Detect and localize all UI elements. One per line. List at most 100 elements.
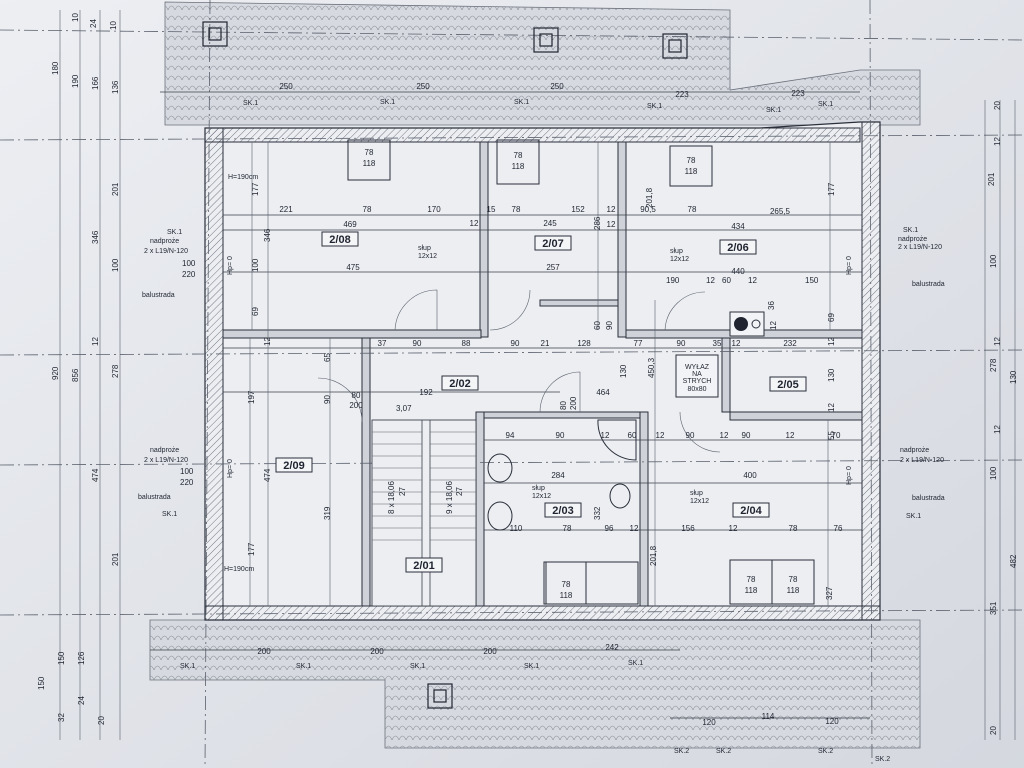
dimension-label: 12: [732, 339, 741, 348]
dimension-label: 200: [370, 647, 384, 656]
dimension-label: 12: [827, 403, 836, 412]
dimension-label: 94: [506, 431, 515, 440]
section-mark: SK.1: [243, 100, 258, 107]
room-label-2-08: 2/08: [329, 234, 350, 246]
dimension-labels-bottom: 200 200 200 242 120 114 120: [257, 643, 839, 727]
dimension-label: 223: [791, 89, 805, 98]
dimension-label: 200: [483, 647, 497, 656]
dimension-label: 180: [51, 61, 60, 75]
dimension-label: 120: [702, 718, 716, 727]
dimension-label: 201,8: [645, 187, 654, 208]
dimension-label: 128: [577, 339, 591, 348]
dimension-labels-right: 20 12 201 100 12 278 130 12 100 482 351 …: [987, 101, 1018, 735]
dimension-label: 200: [569, 396, 578, 410]
dimension-labels-mid: 37 90 88 90 21 128 77 90 35 12 232: [378, 339, 798, 348]
dimension-label: 150: [805, 276, 819, 285]
staircase: [371, 419, 477, 607]
dimension-label: 474: [91, 468, 100, 482]
dimension-label: 90,5: [640, 205, 656, 214]
dimension-label: 192: [419, 388, 433, 397]
height-note: H=190cm: [224, 566, 254, 573]
floor-height: Hp= 0: [846, 466, 853, 485]
window-height: 118: [363, 159, 376, 168]
dimension-label: 114: [762, 712, 775, 721]
dimension-label: 346: [263, 228, 272, 242]
dimension-label: 120: [825, 717, 839, 726]
dimension-label: 440: [731, 267, 745, 276]
dimension-label: 12: [656, 431, 665, 440]
dimension-label: 265,5: [770, 207, 791, 216]
section-mark: SK.2: [818, 748, 833, 755]
dimension-label: 201: [987, 172, 996, 186]
dimension-label: 32: [57, 713, 66, 722]
dimension-label: 130: [827, 368, 836, 382]
dimension-label: 286: [593, 216, 602, 230]
dimension-label: 96: [605, 524, 614, 533]
dimension-label: 351: [989, 601, 998, 615]
floor-height: Hp= 0: [227, 459, 234, 478]
dimension-label: 221: [279, 205, 293, 214]
dimension-labels-left: 10 24 10 180 190 166 136 201 346 100 12 …: [37, 13, 120, 725]
hatch-label: NA: [692, 371, 702, 378]
section-mark: SK.1: [903, 227, 918, 234]
balustrade-note: balustrada: [138, 494, 171, 501]
dimension-label: 220: [182, 270, 196, 279]
dimension-labels-bottom-row: 110 78 96 12 156 12 78 76: [510, 524, 843, 533]
dimension-label: 177: [251, 182, 260, 196]
room-label-2-04: 2/04: [740, 505, 762, 517]
dimension-label: 278: [989, 358, 998, 372]
room-label-2-06: 2/06: [727, 242, 748, 254]
chimney-icons: [202, 21, 688, 709]
lintel-note: nadproże: [150, 238, 179, 245]
dimension-label: 90: [605, 321, 614, 330]
dimension-label: 278: [111, 364, 120, 378]
dimension-label: 152: [571, 205, 585, 214]
room-label-2-07: 2/07: [542, 238, 563, 250]
annotations: H=190cm H=190cm nadproże 2 x L19/N-120 n…: [138, 174, 945, 573]
window-height: 118: [560, 591, 573, 600]
column-size: 12x12: [690, 498, 709, 505]
dimension-label: 150: [37, 676, 46, 690]
window-height: 118: [787, 586, 800, 595]
column-note: słup: [532, 485, 545, 492]
section-mark: SK.2: [875, 756, 890, 763]
section-mark: SK.1: [818, 101, 833, 108]
dimension-label: 21: [541, 339, 550, 348]
lintel-spec: 2 x L19/N-120: [900, 457, 944, 464]
dimension-label: 12: [91, 337, 100, 346]
balustrade-note: balustrada: [912, 495, 945, 502]
hatch-size: 80x80: [687, 386, 706, 393]
window-width: 78: [687, 156, 696, 165]
roof-bottom: [149, 619, 921, 749]
dimension-label: 474: [263, 468, 272, 482]
section-mark: SK.1: [380, 99, 395, 106]
section-mark: SK.1: [167, 229, 182, 236]
lintel-note: nadproże: [150, 447, 179, 454]
section-mark: SK.1: [647, 103, 662, 110]
dimension-label: 20: [989, 726, 998, 735]
dimension-label: 220: [180, 478, 194, 487]
attic-hatch: [675, 354, 719, 398]
dimension-label: 327: [825, 586, 834, 600]
dimension-label: 55: [827, 431, 836, 440]
dimension-label: 136: [111, 80, 120, 94]
section-mark: SK.1: [628, 660, 643, 667]
height-note: H=190cm: [228, 174, 258, 181]
dimension-label: 250: [550, 82, 564, 91]
dimension-label: 12: [729, 524, 738, 533]
lintel-note: nadproże: [900, 447, 929, 454]
dimension-label: 284: [551, 471, 565, 480]
window-width: 78: [747, 575, 756, 584]
column-note: słup: [670, 248, 683, 255]
section-mark: SK.1: [906, 513, 921, 520]
dimension-label: 90: [686, 431, 695, 440]
dimension-label: 12: [786, 431, 795, 440]
dimension-label: 920: [51, 366, 60, 380]
dimension-label: 100: [182, 259, 196, 268]
window-size-labels: 78 118 78 118 78 118 78 118 78 118 78 11…: [363, 148, 800, 600]
dimension-label: 346: [91, 230, 100, 244]
dimension-label: 78: [563, 524, 572, 533]
dimension-label: 130: [619, 364, 628, 378]
